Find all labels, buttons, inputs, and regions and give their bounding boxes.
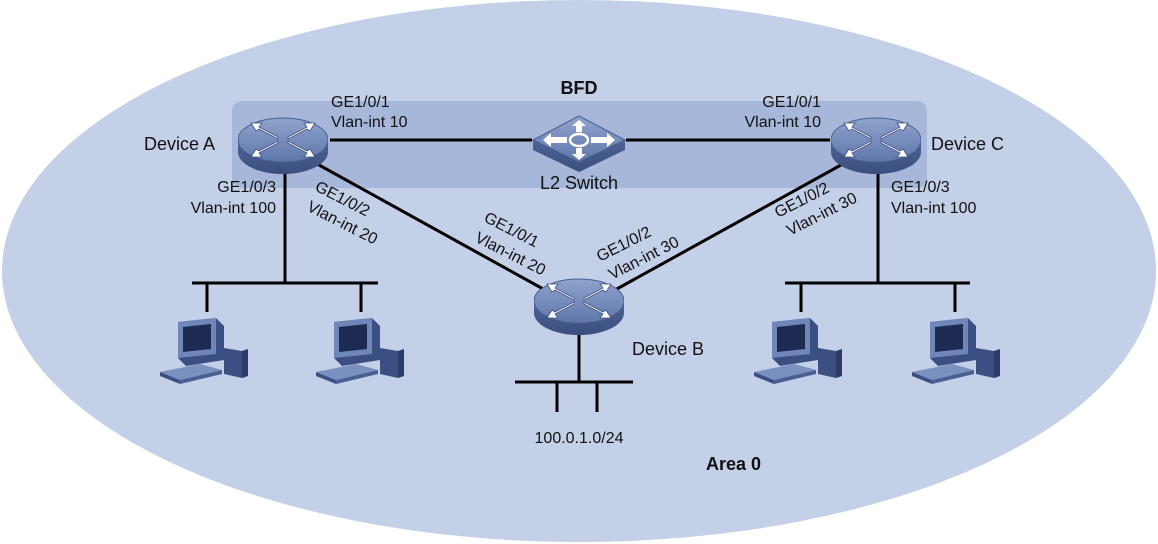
c-ge1-vlan: Vlan-int 10	[745, 114, 822, 131]
router-icon	[831, 117, 921, 175]
bfd-label: BFD	[561, 78, 598, 98]
subnet-label: 100.0.1.0/24	[535, 430, 624, 447]
device-a-label: Device A	[144, 134, 215, 154]
lan-a	[192, 170, 378, 312]
a-ge3-vlan: Vlan-int 100	[191, 200, 276, 217]
c-ge3-port: GE1/0/3	[891, 179, 950, 196]
a-ge1-port: GE1/0/1	[331, 94, 390, 111]
area-label: Area 0	[706, 454, 761, 474]
device-b-label: Device B	[632, 339, 704, 359]
link-a-b	[309, 158, 546, 292]
a-ge1-vlan: Vlan-int 10	[331, 114, 408, 131]
device-c-label: Device C	[931, 134, 1004, 154]
c-ge3-vlan: Vlan-int 100	[891, 200, 976, 217]
l2-switch-label: L2 Switch	[540, 173, 618, 193]
router-icon	[534, 278, 624, 336]
lan-c	[785, 170, 970, 312]
c-ge1-port: GE1/0/1	[762, 94, 821, 111]
links	[309, 138, 851, 292]
a-ge3-port: GE1/0/3	[217, 179, 276, 196]
link-c-b	[614, 158, 851, 292]
router-icon	[238, 117, 328, 175]
